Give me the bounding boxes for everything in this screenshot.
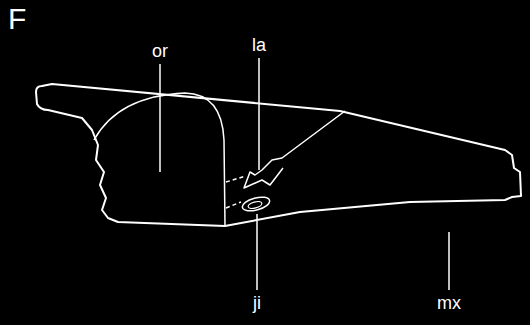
part-label: ji (253, 294, 261, 312)
panel-letter: F (8, 4, 26, 34)
part-label: or (152, 42, 168, 60)
part-label: mx (437, 294, 461, 312)
part-label: la (252, 36, 266, 54)
